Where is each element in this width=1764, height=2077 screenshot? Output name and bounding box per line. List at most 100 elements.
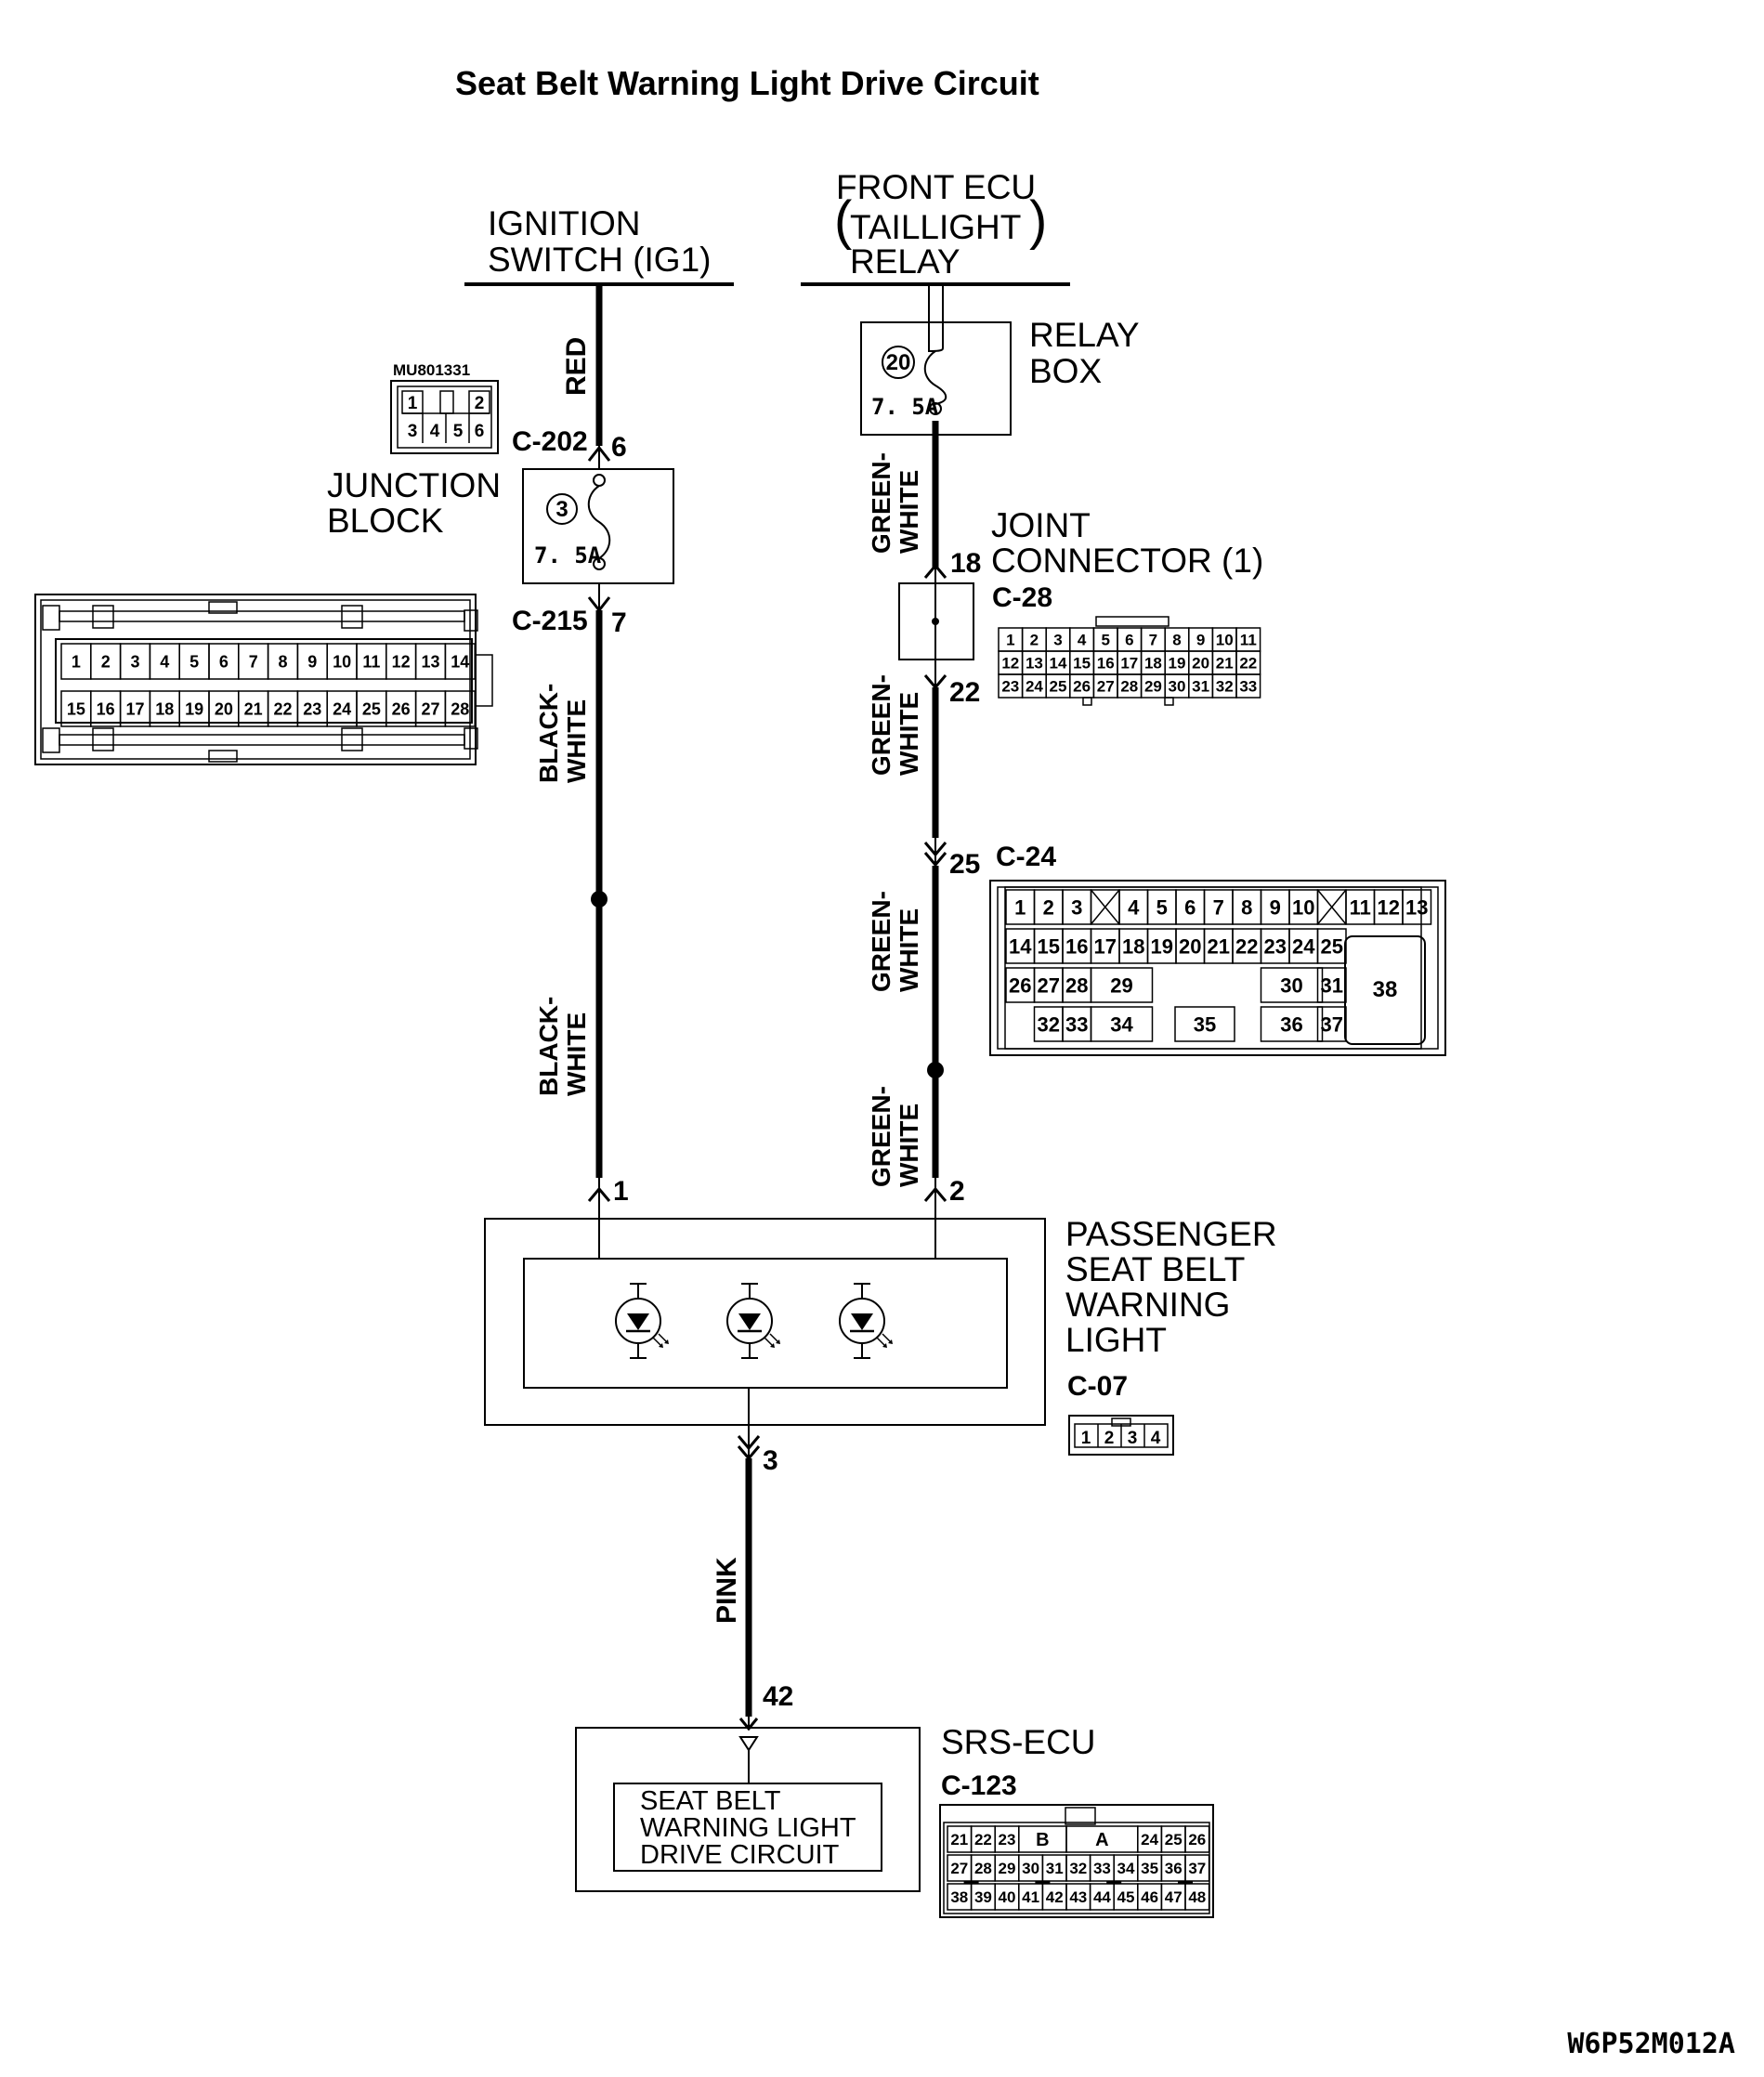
relay-fuse-number-circle xyxy=(882,346,915,379)
c24-pin: 25 xyxy=(1321,934,1343,958)
mu-pin: 4 xyxy=(430,422,440,441)
jb-label-line1: JUNCTION xyxy=(327,466,501,504)
c28-pin: 14 xyxy=(1050,655,1067,673)
wire-color-bw-2: WHITE xyxy=(562,699,591,783)
c28-pin: 22 xyxy=(1239,655,1257,673)
c123-pin: 39 xyxy=(974,1888,992,1906)
c28-pin: 17 xyxy=(1120,655,1138,673)
c28-pin: 19 xyxy=(1169,655,1186,673)
c123-pin: 40 xyxy=(999,1888,1016,1906)
relay-box-outline xyxy=(860,321,1012,436)
mu-pin: 1 xyxy=(408,394,418,413)
c24-pin-cell xyxy=(1316,967,1347,1003)
c24-pin: 19 xyxy=(1151,934,1173,958)
c28-pin: 3 xyxy=(1053,632,1062,649)
c24-connector: 25 C-24 38 xyxy=(949,842,1446,1056)
mu-pin: 6 xyxy=(475,422,485,441)
c28-pin: 6 xyxy=(1125,632,1133,649)
joint-out-pin: 22 xyxy=(949,677,980,708)
wire-color-gw: GREEN- xyxy=(867,452,895,554)
c24-pin: 22 xyxy=(1235,934,1258,958)
c215-pin: 20 xyxy=(215,699,233,718)
c24-pin: 6 xyxy=(1184,895,1196,919)
c215-pin: 25 xyxy=(362,699,381,718)
c202-pin: 6 xyxy=(611,432,627,463)
c215-pin: 10 xyxy=(333,652,351,671)
light-label-1: PASSENGER xyxy=(1065,1215,1277,1253)
c24-pin: 17 xyxy=(1094,934,1117,958)
c24-pin: 12 xyxy=(1378,895,1400,919)
c24-label: C-24 xyxy=(996,842,1056,872)
c28-pin: 7 xyxy=(1149,632,1157,649)
c215-pin: 7 xyxy=(249,652,258,671)
c215-pin: 22 xyxy=(273,699,292,718)
c24-pin: 20 xyxy=(1179,934,1201,958)
c215-pin: 9 xyxy=(307,652,317,671)
c24-pin: 25 xyxy=(949,849,980,880)
c123-pin: 24 xyxy=(1141,1831,1158,1848)
c28-pin: 27 xyxy=(1097,678,1115,696)
paren-right-icon: ) xyxy=(1029,190,1047,251)
c215-pin: 14 xyxy=(451,652,469,671)
joint-connector-box xyxy=(898,582,974,660)
c28-latch xyxy=(1164,697,1174,706)
c24-pin: 7 xyxy=(1213,895,1224,919)
c28-pin: 21 xyxy=(1216,655,1234,673)
c24-pin: 31 xyxy=(1321,973,1343,997)
c123-pin: 46 xyxy=(1141,1888,1158,1906)
c24-pin: 27 xyxy=(1038,973,1060,997)
jb-fuse-rating: 7. 5A xyxy=(534,542,602,568)
wire-label-gw-1: GREEN- WHITE xyxy=(867,452,923,554)
c24-pin: 4 xyxy=(1128,895,1140,919)
paren-left-icon: ( xyxy=(834,190,852,251)
c123-pin: 31 xyxy=(1046,1860,1064,1877)
relay-box-label-1: RELAY xyxy=(1029,316,1140,354)
c24-pin: 24 xyxy=(1292,934,1315,958)
led-icon xyxy=(839,1283,893,1359)
front-ecu-line2: TAILLIGHT xyxy=(850,208,1021,246)
c24-pin: 36 xyxy=(1280,1012,1302,1036)
blank-pin-cross xyxy=(1316,889,1347,925)
c28-pin: 2 xyxy=(1030,632,1039,649)
relay-box-label-2: BOX xyxy=(1029,352,1102,390)
c24-pin: 1 xyxy=(1014,895,1026,919)
c123-pin: 22 xyxy=(974,1831,992,1848)
ignition-line2: SWITCH (IG1) xyxy=(488,241,711,279)
c24-pin: 33 xyxy=(1065,1012,1088,1036)
c28-pin: 28 xyxy=(1120,678,1138,696)
c123-pin: 23 xyxy=(999,1831,1016,1848)
mu-pin: 5 xyxy=(453,422,464,441)
c24-pin: 14 xyxy=(1009,934,1032,958)
c24-pin: 26 xyxy=(1009,973,1031,997)
wire-color-bw-4: WHITE xyxy=(562,1012,591,1096)
c123-pin: 30 xyxy=(1022,1860,1039,1877)
c215-pin: 6 xyxy=(219,652,229,671)
c24-pin: 10 xyxy=(1292,895,1314,919)
c28-pin: 1 xyxy=(1006,632,1014,649)
c123-pin: A xyxy=(1095,1830,1108,1850)
wire-color-red: RED xyxy=(561,337,592,396)
c24-pin-38-box xyxy=(1344,935,1426,1045)
c215-pin: 1 xyxy=(72,652,81,671)
c28-pin: 10 xyxy=(1216,632,1234,649)
front-ecu-line3: RELAY xyxy=(850,242,960,281)
wire-label-black-white-upper: BLACK- WHITE xyxy=(534,684,591,783)
wire-color-gw: GREEN- xyxy=(867,1086,895,1187)
c215-label: C-215 xyxy=(512,606,588,636)
wire-color-pink: PINK xyxy=(712,1557,742,1624)
c215-pin: 21 xyxy=(244,699,263,718)
warning-light-outer xyxy=(484,1218,1046,1426)
c24-pin: 13 xyxy=(1405,895,1428,919)
c215-pin: 4 xyxy=(160,652,169,671)
light-label-3: WARNING xyxy=(1065,1286,1230,1324)
c215-pin: 26 xyxy=(392,699,411,718)
right-wire xyxy=(923,284,947,1219)
c28-connector-face xyxy=(1095,616,1169,627)
c24-pin: 5 xyxy=(1156,895,1168,919)
c123-pin: 21 xyxy=(950,1831,968,1848)
c202-label: C-202 xyxy=(512,426,588,457)
c24-pin: 21 xyxy=(1208,934,1230,958)
srs-pin-42: 42 xyxy=(763,1681,793,1712)
figure-code: W6P52M012A xyxy=(1567,2028,1735,2060)
